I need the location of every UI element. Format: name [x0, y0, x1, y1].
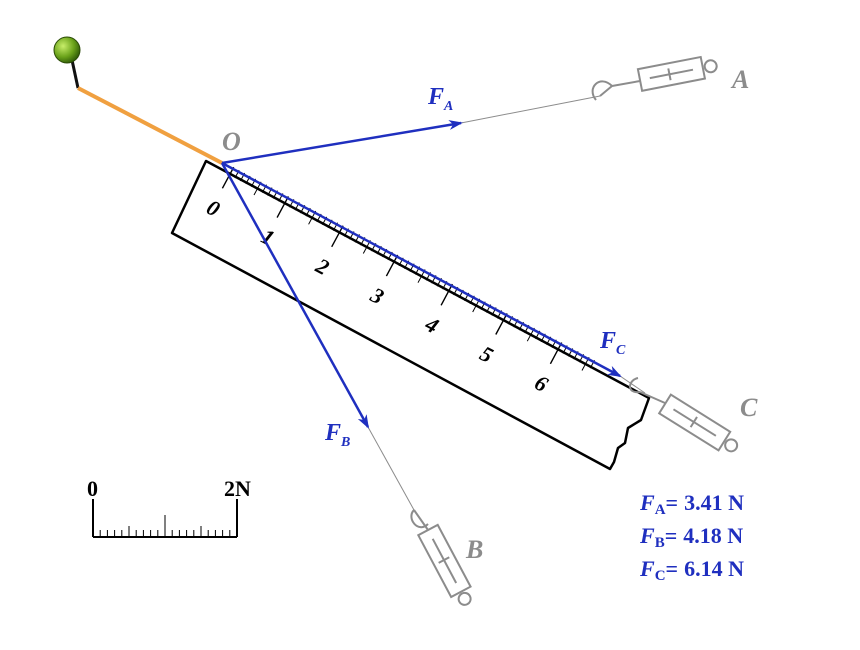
ruler-number: 5	[476, 341, 497, 368]
result-fa: FA=3.41 N	[639, 490, 744, 518]
spring-scale-a-icon[interactable]	[591, 54, 719, 101]
ruler-number: 2	[311, 252, 333, 280]
force-arrow-a	[221, 120, 463, 165]
pin-ball-icon	[53, 36, 81, 64]
force-label-c: FC	[599, 328, 626, 358]
force-label-a: FA	[427, 84, 453, 114]
result-fb: FB=4.18 N	[639, 523, 743, 551]
result-fc: FC=6.14 N	[639, 556, 744, 584]
point-label-b: B	[465, 535, 483, 564]
ruler-tick	[495, 313, 508, 335]
force-arrow-b	[220, 162, 370, 429]
ruler-number: 6	[531, 370, 552, 397]
point-label-c: C	[740, 393, 758, 422]
ruler-tick	[221, 166, 235, 189]
ruler-tick	[440, 283, 454, 306]
ruler-number: 4	[420, 311, 442, 339]
force-arrow-c	[221, 161, 622, 378]
spring-scale-c-icon[interactable]	[629, 377, 742, 458]
ruler-tick	[549, 342, 563, 365]
force-label-b: FB	[324, 420, 350, 450]
cord-b	[367, 426, 415, 511]
force-scale-bar: 0 2N	[87, 476, 251, 538]
scale-start-label: 0	[87, 476, 98, 501]
ruler-tick	[331, 225, 344, 248]
cord-a	[460, 95, 601, 124]
pin-nail	[70, 59, 80, 89]
cord-c	[619, 375, 646, 394]
ruler-tick	[276, 196, 290, 218]
point-label-o: O	[222, 127, 241, 156]
point-label-a: A	[730, 65, 749, 94]
ruler-number: 0	[203, 194, 224, 221]
ruler-tick	[385, 254, 399, 277]
ruler[interactable]	[170, 159, 651, 471]
rope	[77, 86, 223, 165]
spring-scale-b-icon[interactable]	[410, 509, 477, 609]
ruler-number: 3	[366, 282, 388, 310]
scale-end-label: 2N	[224, 476, 251, 501]
